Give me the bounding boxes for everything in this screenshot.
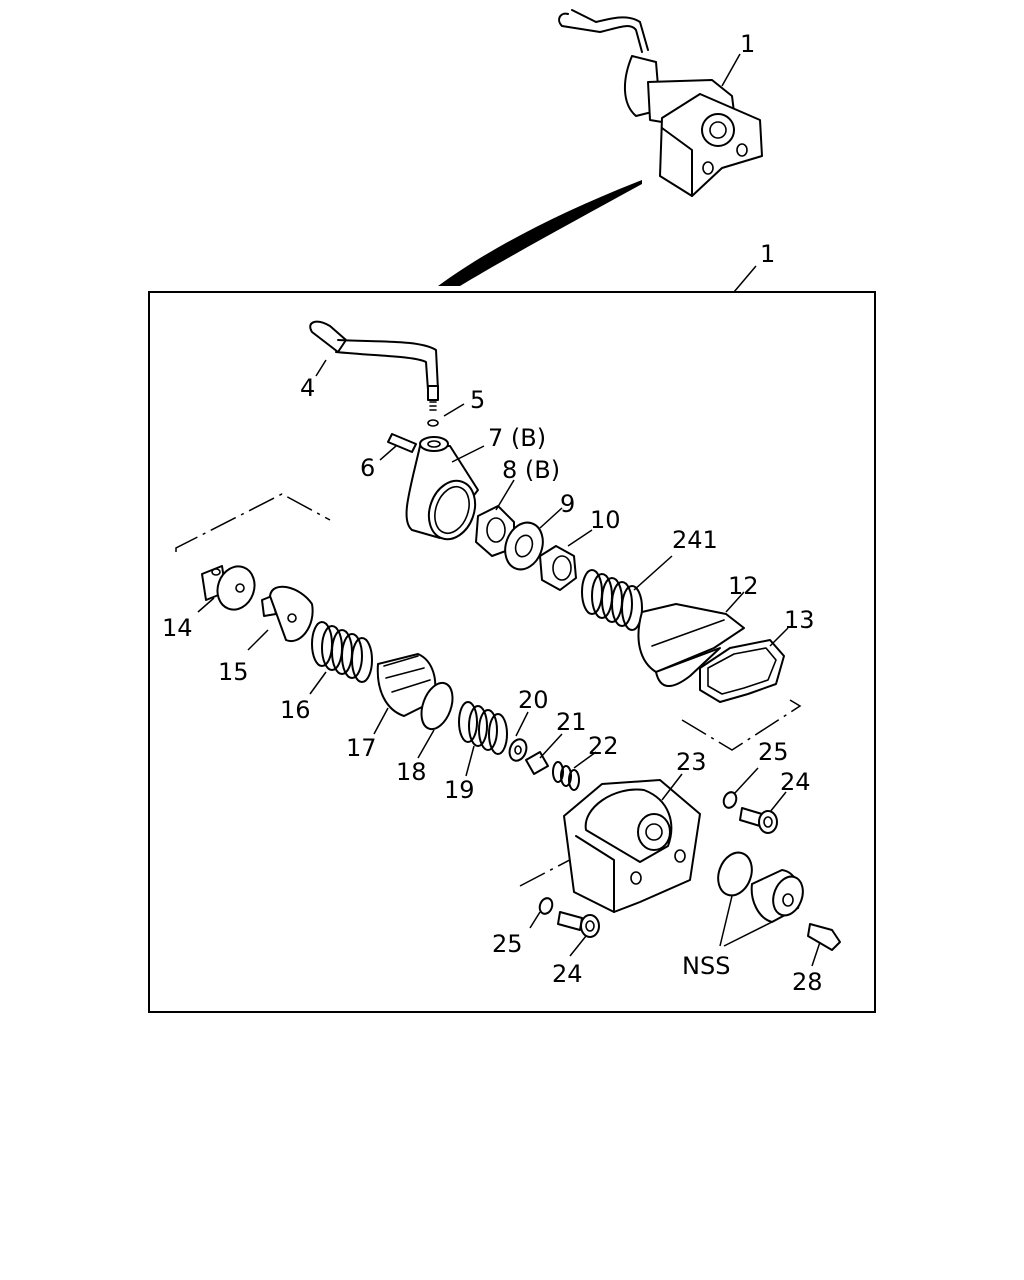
label-23: 23 (676, 748, 707, 776)
label-19: 19 (444, 776, 475, 804)
label-22: 22 (588, 732, 619, 760)
label-28: 28 (792, 968, 823, 996)
label-24-upper: 24 (780, 768, 811, 796)
washer-part-25-upper (722, 791, 738, 809)
guide-line-right (681, 699, 802, 751)
kit-frame (148, 291, 876, 1013)
leader-lines (197, 359, 821, 967)
label-24-lower: 24 (552, 960, 583, 988)
o-ring-part-18 (420, 681, 454, 731)
washer-part (504, 521, 544, 571)
pointer-arrow (438, 180, 642, 286)
label-9: 9 (560, 490, 575, 518)
nss-fitting (750, 869, 804, 923)
spring-part-241 (581, 569, 643, 631)
label-25-lower: 25 (492, 930, 523, 958)
boot-part (637, 603, 745, 687)
label-20: 20 (518, 686, 549, 714)
frame-leader (733, 265, 757, 293)
label-5: 5 (470, 386, 485, 414)
cup-part-15 (261, 585, 314, 643)
label-14: 14 (162, 614, 193, 642)
overview-assembly (558, 9, 763, 197)
label-4: 4 (300, 374, 315, 402)
plunger-part-21 (525, 751, 549, 775)
label-18: 18 (396, 758, 427, 786)
label-25-upper: 25 (758, 738, 789, 766)
bolt-part-24-lower (557, 911, 600, 938)
part-labels: 1 1 4 5 6 7 (B) 8 (B) 9 10 241 12 13 14 … (162, 30, 823, 996)
hex-nut-part (539, 545, 577, 591)
bolt-part-24-upper (739, 807, 778, 834)
spring-part-19 (458, 701, 508, 755)
pin-part (387, 433, 417, 453)
label-frame-1: 1 (760, 240, 775, 268)
lever-base-part (405, 436, 479, 541)
sleeve-part-17 (376, 653, 437, 717)
clip-part (427, 419, 439, 427)
label-15: 15 (218, 658, 249, 686)
label-8: 8 (B) (502, 456, 560, 484)
washer-part-20 (508, 738, 528, 762)
label-13: 13 (784, 606, 815, 634)
label-nss: NSS (682, 952, 730, 980)
spring-part-16 (311, 621, 373, 683)
spring-part-22 (552, 761, 580, 791)
washer-part-25-lower (538, 897, 554, 915)
cap-part-14 (201, 565, 256, 611)
label-overview-1: 1 (740, 30, 755, 58)
nss-o-ring (717, 851, 753, 897)
plug-part-28 (807, 923, 841, 951)
label-6: 6 (360, 454, 375, 482)
label-7: 7 (B) (488, 424, 546, 452)
gasket-part (699, 639, 785, 703)
label-12: 12 (728, 572, 759, 600)
label-10: 10 (590, 506, 621, 534)
label-21: 21 (556, 708, 587, 736)
label-241: 241 (672, 526, 718, 554)
housing-part-23 (563, 779, 701, 913)
label-16: 16 (280, 696, 311, 724)
label-17: 17 (346, 734, 377, 762)
lever-part (309, 320, 439, 411)
guide-line-left (175, 493, 331, 552)
